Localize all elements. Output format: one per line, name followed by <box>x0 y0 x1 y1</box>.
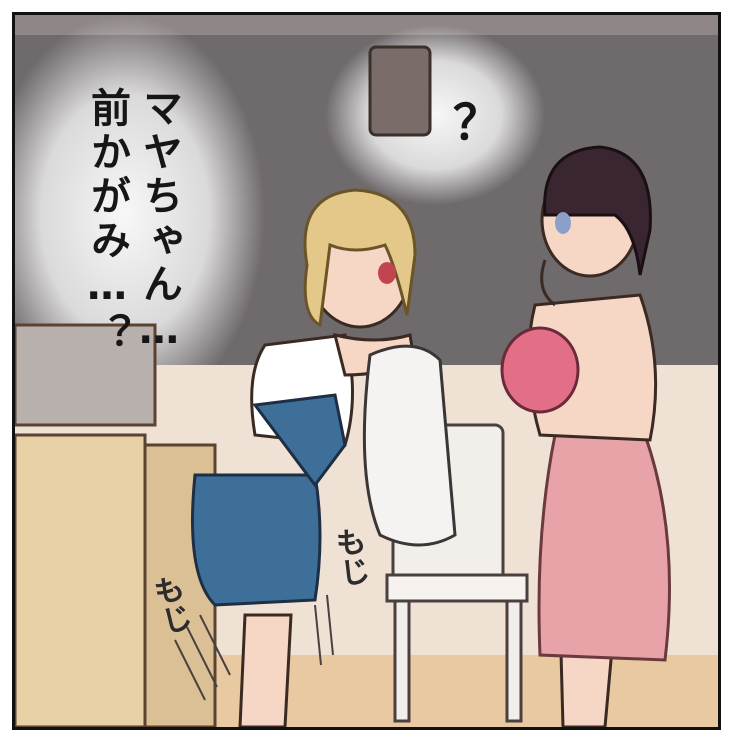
monitor <box>15 323 157 427</box>
chair-leg <box>505 599 523 723</box>
cabinet-left <box>15 433 147 727</box>
speech-line-1: マヤちゃん… <box>136 87 182 357</box>
motion-lines <box>174 614 231 701</box>
dark-haired-girl <box>500 145 671 727</box>
panel-illustration <box>15 15 718 727</box>
manga-panel: マヤちゃん… 前かがみ…？ ？ もじ もじ <box>12 12 721 730</box>
ceiling-trim <box>15 15 718 35</box>
light-glow-top <box>325 25 545 205</box>
speech-line-2: 前かがみ…？ <box>84 87 130 357</box>
blonde-girl <box>191 188 457 727</box>
chair-leg <box>393 599 411 723</box>
sound-effect-right: もじ <box>327 524 372 590</box>
light-glow-left <box>15 15 265 415</box>
motion-lines <box>314 594 334 666</box>
chair-seat <box>385 573 529 603</box>
wall-sconce <box>368 45 432 137</box>
question-mark: ？ <box>453 95 502 151</box>
